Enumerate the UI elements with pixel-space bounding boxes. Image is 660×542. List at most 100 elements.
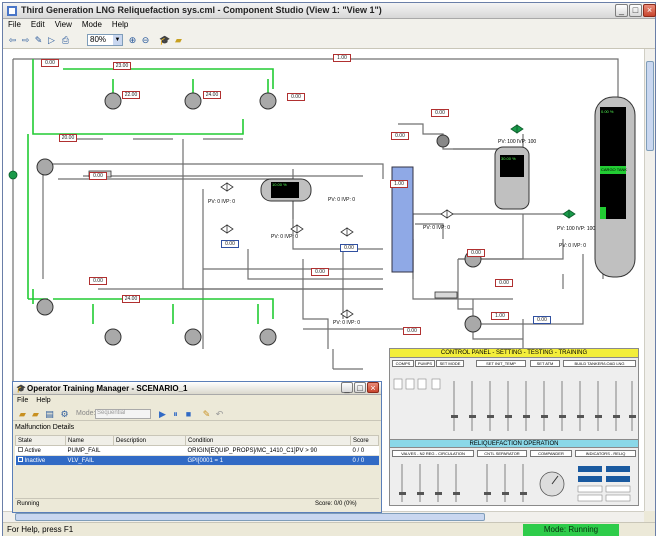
help-text: For Help, press F1 <box>7 525 74 534</box>
row-checkbox[interactable] <box>17 457 23 462</box>
forward-arrow-icon[interactable]: ⇨ <box>21 35 30 45</box>
value-tag: 0.00 <box>495 279 513 287</box>
zoom-value: 80% <box>90 35 107 44</box>
comps-button[interactable]: COMPS <box>392 360 414 367</box>
value-tag: 0.00 <box>89 172 107 180</box>
menu-help[interactable]: Help <box>111 20 129 29</box>
dialog-title-bar: 🎓 Operator Training Manager - SCENARIO_1… <box>13 382 381 395</box>
status-bar: For Help, press F1 Mode: Running <box>3 522 655 536</box>
operation-sliders[interactable] <box>392 460 636 505</box>
dialog-toolbar: ▰ ▰ ▤ ⚙ Mode: Sequential ▶ ⏸ ■ ✎ ↶ <box>13 408 381 421</box>
value-tag: 0.00 <box>340 244 358 252</box>
set-atm-button[interactable]: SET ATM <box>530 360 560 367</box>
mode-select[interactable]: Sequential <box>95 409 151 419</box>
maximize-button[interactable]: □ <box>629 4 642 17</box>
cell-name: VLV_FAIL <box>65 455 114 466</box>
column-header[interactable]: Description <box>113 435 186 446</box>
app-icon <box>7 6 17 16</box>
dialog-menu-help[interactable]: Help <box>36 397 51 404</box>
play-icon[interactable]: ▶ <box>159 409 166 419</box>
cntl-separator-button[interactable]: CNTL SEPARATOR <box>477 450 527 457</box>
main-window: Third Generation LNG Reliquefaction sys.… <box>2 2 656 536</box>
value-tag: 0.00 <box>391 132 409 140</box>
reliquefaction-header: RELIQUEFACTION OPERATION <box>390 439 638 448</box>
control-panel-header: CONTROL PANEL - SETTING - TESTING - TRAI… <box>390 349 638 358</box>
build-tanker-button[interactable]: BUILD TANKER/LOAD LNG <box>563 360 636 367</box>
minimize-button[interactable]: _ <box>615 4 628 17</box>
training-hat-icon[interactable]: 🎓 <box>159 35 171 45</box>
value-tag: 0.00 <box>533 316 551 324</box>
cell-condition: ORIGIN[EQUIP_PROPS]/MC_1410_C1]PV > 90 <box>185 445 351 456</box>
setting-sliders[interactable] <box>392 371 636 437</box>
value-tag: 0.00 <box>41 59 59 67</box>
print-icon[interactable]: ⎙ <box>61 35 70 45</box>
table-row[interactable]: Inactive VLV_FAIL GPI[0001 = 1 0 / 0 <box>15 455 379 466</box>
toolbar: ⇦ ⇨ ✎ ▷ ⎙ 80%▼ ⊕ ⊖ 🎓 ▰ <box>3 32 655 49</box>
tools-icon[interactable]: ✎ <box>34 35 43 45</box>
menu-bar: File Edit View Mode Help <box>3 19 655 32</box>
menu-mode[interactable]: Mode <box>81 20 102 29</box>
dialog-maximize-button[interactable]: □ <box>354 382 366 393</box>
malfunction-table: State Name Description Condition Score A… <box>15 435 379 466</box>
value-tag: 0.00 <box>89 277 107 285</box>
cell-condition: GPI[0001 = 1 <box>185 455 351 466</box>
valve-label: PV: 0 IVP: 0 <box>328 197 356 203</box>
dialog-minimize-button[interactable]: _ <box>341 382 353 393</box>
open-icon[interactable]: ▰ <box>19 409 26 419</box>
score-readout: Score: 0/0 (0%) <box>315 501 357 507</box>
table-row[interactable]: Active PUMP_FAIL ORIGIN[EQUIP_PROPS]/MC_… <box>15 445 379 456</box>
window-title: Third Generation LNG Reliquefaction sys.… <box>21 5 382 15</box>
indicators-reliq-button[interactable]: INDICATORS - RELIQ <box>575 450 636 457</box>
vertical-scrollbar[interactable] <box>644 49 655 511</box>
zoom-select[interactable]: 80%▼ <box>87 34 123 46</box>
vessel-readout: 10.00 % <box>272 182 287 187</box>
value-tag: 22.00 <box>122 91 140 99</box>
mode-indicator: Mode: Running <box>523 524 619 536</box>
value-tag: 0.00 <box>221 240 239 248</box>
edit-icon[interactable]: ✎ <box>202 409 211 419</box>
folder-icon[interactable]: ▰ <box>175 35 182 45</box>
row-checkbox[interactable] <box>17 447 23 452</box>
training-hat-icon: 🎓 <box>16 384 26 393</box>
pumps-button[interactable]: PUMPS <box>415 360 435 367</box>
save-icon[interactable]: ▤ <box>45 409 54 419</box>
menu-view[interactable]: View <box>54 20 72 29</box>
value-tag: 24.00 <box>122 295 140 303</box>
scroll-thumb[interactable] <box>646 61 654 151</box>
valve-label: PV: 0 IVP: 0 <box>559 243 587 249</box>
pause-icon[interactable]: ⏸ <box>173 409 178 419</box>
folder-icon[interactable]: ▰ <box>32 409 39 419</box>
cell-description <box>113 455 186 466</box>
valve-label: PV: 0 IVP: 0 <box>333 320 361 326</box>
dialog-menu-file[interactable]: File <box>17 397 29 404</box>
control-panel: CONTROL PANEL - SETTING - TESTING - TRAI… <box>389 348 639 506</box>
zoom-out-icon[interactable]: ⊖ <box>141 35 150 45</box>
run-icon[interactable]: ▷ <box>48 35 55 45</box>
stop-icon[interactable]: ■ <box>185 409 192 419</box>
column-header[interactable]: Score <box>350 435 379 446</box>
value-tag: 0.00 <box>287 93 305 101</box>
close-button[interactable]: × <box>643 4 656 17</box>
dialog-close-button[interactable]: × <box>367 382 379 393</box>
menu-file[interactable]: File <box>8 20 21 29</box>
set-init-temp-button[interactable]: SET INIT_TEMP <box>476 360 526 367</box>
column-header[interactable]: State <box>15 435 66 446</box>
undo-icon[interactable]: ↶ <box>215 409 224 419</box>
valve-label: PV: 0 IVP: 0 <box>208 199 236 205</box>
column-header[interactable]: Condition <box>185 435 351 446</box>
valves-n2-button[interactable]: VALVES - N2 REG - CIRCULATION <box>392 450 474 457</box>
set-mode-button[interactable]: SET MODE <box>436 360 464 367</box>
section-title: Malfunction Details <box>15 424 75 431</box>
scroll-thumb[interactable] <box>15 513 485 521</box>
valve-label: PV: 0 IVP: 0 <box>271 234 299 240</box>
title-bar: Third Generation LNG Reliquefaction sys.… <box>3 3 656 19</box>
settings-icon[interactable]: ⚙ <box>60 409 69 419</box>
value-tag: 1.00 <box>390 180 408 188</box>
compander-button[interactable]: COMPANDER <box>530 450 572 457</box>
value-tag: 0.00 <box>311 268 329 276</box>
value-tag: 1.00 <box>491 312 509 320</box>
column-header[interactable]: Name <box>65 435 114 446</box>
menu-edit[interactable]: Edit <box>30 20 45 29</box>
back-arrow-icon[interactable]: ⇦ <box>8 35 17 45</box>
zoom-in-icon[interactable]: ⊕ <box>128 35 137 45</box>
